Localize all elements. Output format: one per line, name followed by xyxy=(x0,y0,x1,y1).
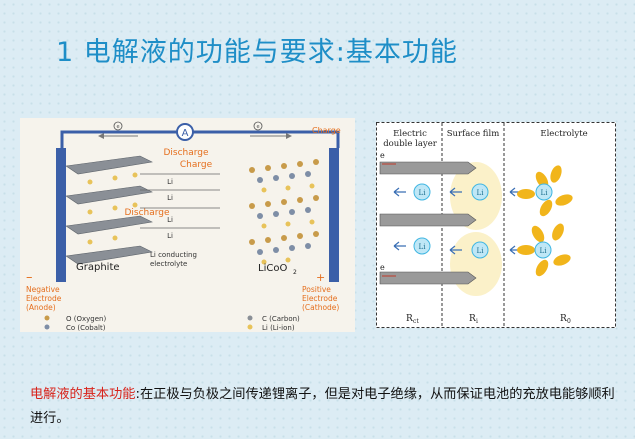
interface-diagram: Electric double layer Surface film Elect… xyxy=(376,122,616,328)
carbon-legend-icon xyxy=(247,315,253,321)
licoo2-layers xyxy=(249,159,319,265)
li-ion-icon xyxy=(413,183,431,201)
li-ion-label: Li xyxy=(477,189,485,197)
ion-arrows xyxy=(140,173,220,229)
li-ion-label: Li xyxy=(167,216,173,224)
li-ion-label: Li xyxy=(167,178,173,186)
caption-highlight: 电解液的基本功能 xyxy=(30,387,136,402)
page-title: 1 电解液的功能与要求:基本功能 xyxy=(56,37,458,68)
electron-label: e xyxy=(116,124,119,130)
electron-label: e xyxy=(380,263,385,272)
li-ion-icon xyxy=(535,183,553,201)
li-ion-label: Li xyxy=(540,247,548,255)
surface-film-label: Surface film xyxy=(447,129,500,139)
electric-double-layer-label: Electric xyxy=(393,129,427,139)
r-ct-label: R xyxy=(406,314,413,324)
charge-label: Charge xyxy=(312,126,341,135)
battery-diagram-svg: A e e Charge Discharge xyxy=(20,118,355,332)
electrolyte-label: electrolyte xyxy=(150,260,187,268)
anode-label: (Anode) xyxy=(26,303,56,312)
graphite-li-dots xyxy=(87,172,138,245)
li-ion-icon xyxy=(413,237,431,255)
li-ion-icon xyxy=(471,241,489,259)
li-ion-label: Li xyxy=(167,194,173,202)
electron-label: e xyxy=(256,124,259,130)
cathode-label: (Cathode) xyxy=(302,303,339,312)
graphite-layers xyxy=(65,155,153,265)
discharge-mid-label: Discharge xyxy=(124,208,170,218)
li-ion-label: Li xyxy=(167,232,173,240)
positive-sign: + xyxy=(316,271,325,284)
electric-double-layer-label: double layer xyxy=(383,139,438,149)
interface-diagram-svg: Electric double layer Surface film Elect… xyxy=(376,122,616,328)
r-i-label: R xyxy=(469,314,476,324)
li-ion-icon xyxy=(471,183,489,201)
surface-film-blob xyxy=(450,232,502,296)
cobalt-legend-icon xyxy=(44,324,50,330)
r-0-label: R xyxy=(560,314,567,324)
li-conducting-label: Li conducting xyxy=(150,251,197,259)
charge-mid-label: Charge xyxy=(180,160,213,170)
electrolyte-label: Electrolyte xyxy=(540,129,587,139)
li-ion-label: Li xyxy=(419,189,427,197)
battery-diagram: A e e Charge Discharge xyxy=(20,118,355,332)
solvent-shell xyxy=(517,165,573,277)
li-ion-icon xyxy=(534,241,552,259)
electron-icon xyxy=(113,121,123,131)
positive-electrode-label: Electrode xyxy=(302,294,338,303)
r-0-subscript: 0 xyxy=(567,318,571,325)
legend-oxygen: O (Oxygen) xyxy=(66,315,106,323)
r-ct-subscript: ct xyxy=(413,318,419,325)
electrode-layers xyxy=(379,161,477,285)
cathode-plate xyxy=(329,148,339,282)
legend-carbon: C (Carbon) xyxy=(262,315,300,323)
li-ion-label: Li xyxy=(477,247,485,255)
external-wire xyxy=(60,130,340,148)
ammeter-icon xyxy=(176,123,194,141)
graphite-label: Graphite xyxy=(76,262,120,273)
caption: 电解液的基本功能:在正极与负极之间传递锂离子，但是对电子绝缘，从而保证电池的充放… xyxy=(30,383,620,431)
negative-electrode-label: Electrode xyxy=(26,294,62,303)
negative-sign: – xyxy=(26,270,33,285)
licoo2-subscript: 2 xyxy=(293,269,297,276)
r-i-subscript: i xyxy=(476,318,478,325)
oxygen-legend-icon xyxy=(44,315,50,321)
electron-label: e xyxy=(380,151,385,160)
lithium-legend-icon xyxy=(247,324,253,330)
caption-text: :在正极与负极之间传递锂离子，但是对电子绝缘，从而保证电池的充放电能够顺利进行。 xyxy=(30,387,615,426)
ion-flow-arrows xyxy=(393,187,522,255)
discharge-label: Discharge xyxy=(163,148,209,158)
licoo2-label: LiCoO xyxy=(258,263,287,274)
anode-plate xyxy=(56,148,66,282)
positive-electrode-label: Positive xyxy=(302,285,331,294)
legend-cobalt: Co (Cobalt) xyxy=(66,324,106,332)
ammeter-label: A xyxy=(182,128,189,139)
li-ion-label: Li xyxy=(419,243,427,251)
electron-icon xyxy=(253,121,263,131)
li-ion-label: Li xyxy=(541,189,549,197)
legend-lithium: Li (Li-ion) xyxy=(262,324,295,332)
negative-electrode-label: Negative xyxy=(26,285,60,294)
